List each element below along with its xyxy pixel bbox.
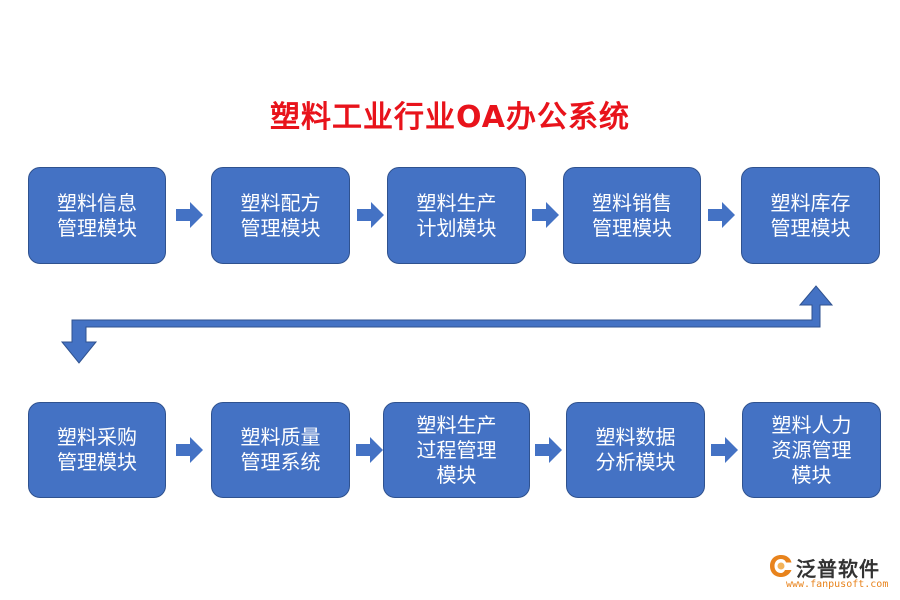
box-label-line2: 管理系统 (240, 450, 321, 474)
right-arrow-icon (708, 202, 735, 228)
box-label-line1: 塑料库存 (770, 190, 851, 215)
module-box-plastic-info: 塑料信息 管理模块 (28, 167, 166, 264)
box-label-line2: 管理模块 (592, 215, 672, 240)
box-label-line2: 管理模块 (57, 450, 137, 474)
box-label-line2: 分析模块 (595, 450, 676, 474)
right-arrow-icon (176, 437, 203, 463)
box-label-line1: 塑料生产 (416, 412, 497, 437)
right-arrow-icon (711, 437, 738, 463)
fanpu-logo: 泛普软件 www.fanpusoft.com (768, 552, 893, 592)
box-label-line1: 塑料生产 (416, 190, 497, 215)
box-label-line1: 塑料信息 (57, 190, 137, 215)
right-arrow-icon (176, 202, 203, 228)
module-box-purchasing: 塑料采购 管理模块 (28, 402, 166, 498)
box-label-line1: 塑料质量 (240, 425, 321, 449)
right-arrow-icon (532, 202, 559, 228)
fanpu-logo-icon (770, 555, 792, 577)
logo-url: www.fanpusoft.com (786, 579, 889, 590)
box-label-line3: 模块 (436, 462, 477, 487)
box-label-line1: 塑料人力 (771, 412, 852, 437)
box-label-line2: 管理模块 (57, 215, 137, 240)
box-label-line1: 塑料销售 (592, 190, 672, 215)
box-label-line1: 塑料配方 (240, 190, 321, 215)
box-label-line2: 过程管理 (416, 437, 497, 462)
module-box-quality: 塑料质量 管理系统 (211, 402, 350, 498)
right-arrow-icon (535, 437, 562, 463)
box-label-line2: 管理模块 (240, 215, 321, 240)
module-box-production-process: 塑料生产 过程管理 模块 (383, 402, 530, 498)
module-box-inventory: 塑料库存 管理模块 (741, 167, 880, 264)
right-arrow-icon (357, 202, 384, 228)
box-label-line1: 塑料数据 (595, 425, 676, 449)
module-box-production-plan: 塑料生产 计划模块 (387, 167, 526, 264)
logo-brand-name: 泛普软件 (796, 557, 880, 581)
right-arrow-icon (356, 437, 383, 463)
diagram-title: 塑料工业行业OA办公系统 (270, 100, 630, 135)
box-label-line2: 计划模块 (416, 215, 497, 240)
module-box-formula: 塑料配方 管理模块 (211, 167, 350, 264)
box-label-line2: 资源管理 (771, 437, 852, 462)
box-label-line1: 塑料采购 (57, 425, 137, 449)
box-label-line3: 模块 (791, 462, 832, 487)
module-box-data-analysis: 塑料数据 分析模块 (566, 402, 705, 498)
module-box-sales: 塑料销售 管理模块 (563, 167, 701, 264)
module-box-human-resources: 塑料人力 资源管理 模块 (742, 402, 881, 498)
box-label-line2: 管理模块 (770, 215, 851, 240)
